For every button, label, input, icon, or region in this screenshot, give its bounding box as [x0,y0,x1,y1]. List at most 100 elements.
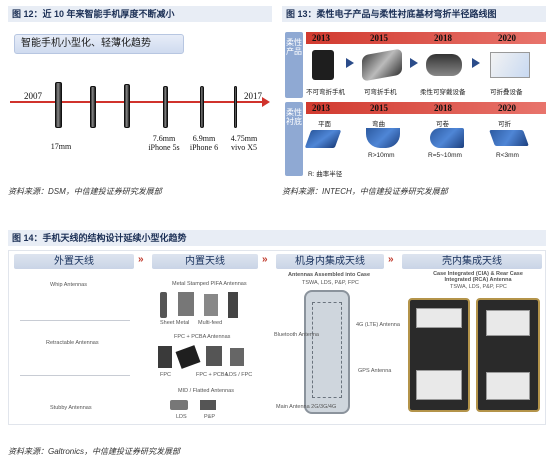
col-head-external: 外置天线 [14,254,134,269]
fig12-year-end: 2017 [244,91,262,101]
product-bendable-phone [362,48,402,82]
antenna-part [178,292,194,316]
fig12-label-17mm: 17mm [50,142,72,151]
fig13-row1-label: 柔性产品 [285,32,303,98]
col-head-case-integrated: 壳内集成天线 [402,254,542,269]
model-thickness: 6.9mm [192,134,216,143]
internal-sub-6: LDS [176,414,187,420]
internal-sub-7: P&P [204,414,216,420]
antenna-part [200,400,216,410]
fig12-timeline [10,101,264,103]
arrow-right-icon [472,58,480,68]
state-flat: 平面 [318,121,331,128]
product-label-1: 不可弯折手机 [306,89,345,96]
divider [20,375,130,376]
rear-case-image-1 [408,298,470,412]
chevron-right-icon: » [138,254,144,265]
case-window [416,308,462,328]
year-2018: 2018 [434,103,452,113]
phone-frame-image [304,290,350,414]
fig13-year-bar-bottom: 2013 2015 2018 2020 [306,102,546,114]
fig14-title: 图 14：手机天线的结构设计延续小型化趋势 [8,230,546,246]
antenna-part [158,346,172,368]
body-label-lte: 4G (LTE) Antenna [356,322,400,328]
year-2013: 2013 [312,103,330,113]
state-rollable: 可卷 [436,121,449,128]
fig14-figure [8,250,546,425]
model-name: iPhone 5s [148,143,180,152]
substrate-folded [489,130,529,146]
model-thickness: 4.75mm [230,134,258,143]
phone-3 [124,84,130,128]
model-name: iPhone 6 [189,143,219,152]
body-sub: TSWA, LDS, P&P, FPC [302,280,359,286]
antenna-part [228,292,238,318]
fig13-row2-label: 柔性衬底 [285,102,303,176]
product-label-2: 可弯折手机 [364,89,397,96]
body-label-main: Main Antenna 2G/3G/4G [276,404,337,410]
state-foldable: 可折 [498,121,511,128]
product-wearable [426,54,462,76]
fig12-model-3: 4.75mm vivo X5 [220,134,268,152]
arrow-right-icon [346,58,354,68]
product-label-4: 可折叠设备 [490,89,523,96]
fig12-timeline-arrowhead [262,97,270,107]
substrate-curved [366,128,400,148]
case-window [486,372,530,400]
year-2020: 2020 [498,103,516,113]
product-rigid-phone [312,50,334,80]
phone-vivox5 [234,86,237,128]
col-head-body-integrated: 机身内集成天线 [276,254,384,269]
fig12-model-2: 6.9mm iPhone 6 [180,134,228,152]
fig12-trend-banner: 智能手机小型化、轻薄化趋势 [14,34,184,54]
internal-sub-4: FPC + PCBA [196,372,229,378]
year-2015: 2015 [370,103,388,113]
external-item-1: Whip Antennas [50,282,87,288]
radius-folded: R<3mm [496,152,519,159]
internal-sub-2: Multi-feed [198,320,223,326]
fig13-source: 资料来源：INTECH，中信建投证券研究发展部 [282,187,448,196]
antenna-part [170,400,188,410]
radius-curved: R>10mm [368,152,395,159]
internal-item-3: MID / Flatted Antennas [178,388,234,394]
product-foldable [490,52,530,78]
phone-2 [90,86,96,128]
rear-case-image-2 [476,298,540,412]
product-label-3: 柔性可穿戴设备 [420,89,466,96]
year-2015: 2015 [370,33,388,43]
col-head-internal: 内置天线 [152,254,258,269]
year-2013: 2013 [312,33,330,43]
phone-iphone6 [200,86,204,128]
phone-frame-inner [312,302,342,398]
chevron-right-icon: » [388,254,394,265]
phone-2007 [55,82,62,128]
antenna-part [206,346,222,366]
radius-legend: R: 曲率半径 [308,171,343,178]
fig12-model-1: 7.6mm iPhone 5s [140,134,188,152]
body-label-gps: GPS Antenna [358,368,392,374]
fig12-source: 资料来源：DSM，中信建投证券研究发展部 [8,187,162,196]
case-heading: Case Integrated (CIA) & Rear Case Integr… [433,271,523,283]
fig12-title: 图 12：近 10 年来智能手机厚度不断减小 [8,6,272,22]
chevron-right-icon: » [262,254,268,265]
phone-iphone5s [163,86,168,128]
divider [20,320,130,321]
body-label-bluetooth: Bluetooth Antenna [274,332,319,338]
body-heading: Antennas Assembled into Case [288,272,371,278]
external-item-2: Retractable Antennas [46,340,99,346]
antenna-part [204,294,218,316]
substrate-rolled [430,128,464,148]
fig12-year-start: 2007 [24,91,42,101]
internal-sub-1: Sheet Metal [160,320,190,326]
substrate-flat [304,130,342,148]
case-sub: TSWA, LDS, P&P, FPC [450,284,507,290]
external-item-3: Stubby Antennas [50,405,92,411]
arrow-right-icon [410,58,418,68]
year-2018: 2018 [434,33,452,43]
internal-item-2: FPC + PCBA Antennas [174,334,231,340]
state-curved: 弯曲 [372,121,385,128]
model-thickness: 7.6mm [152,134,176,143]
fig13-title: 图 13：柔性电子产品与柔性衬底基材弯折半径路线图 [282,6,546,22]
case-window [416,370,462,400]
radius-rolled: R=5~10mm [428,152,462,159]
